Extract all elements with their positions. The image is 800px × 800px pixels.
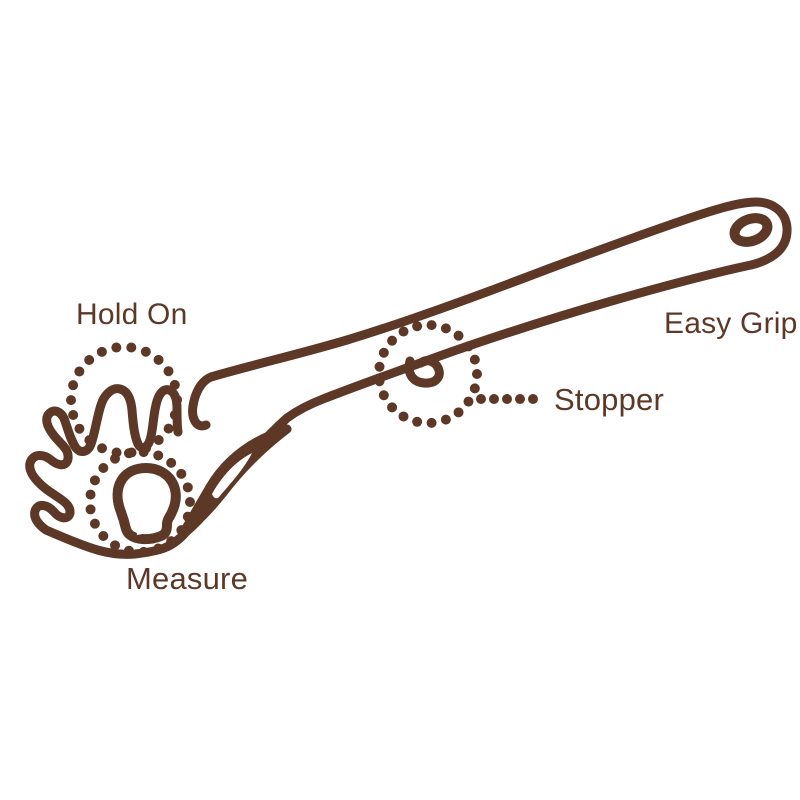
measuring-hole — [112, 463, 181, 545]
neck-reinforcement-slit — [212, 453, 252, 499]
spaghetti-server-outline-path — [25, 197, 792, 559]
neck-reinforcement — [179, 424, 292, 537]
hanging-hole — [729, 213, 773, 247]
label-easy-grip: Easy Grip — [664, 307, 798, 340]
label-stopper: Stopper — [554, 382, 664, 417]
measure-highlight-circle — [85, 447, 195, 557]
stopper-tab — [404, 356, 444, 388]
measuring-hole-slit — [136, 522, 159, 535]
label-hold-on: Hold On — [76, 298, 188, 331]
hold-on-highlight-circle — [66, 342, 182, 458]
label-measure: Measure — [126, 561, 249, 596]
stopper-highlight-circle — [374, 320, 482, 428]
